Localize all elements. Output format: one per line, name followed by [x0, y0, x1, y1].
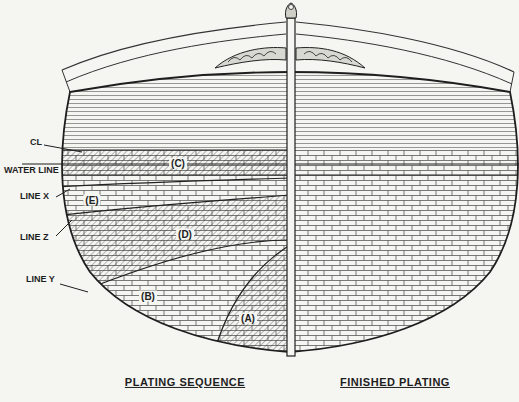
- leader-line: [56, 189, 70, 197]
- stem-post: [287, 18, 295, 356]
- rail-line: [296, 22, 514, 72]
- rail-line: [62, 22, 286, 70]
- rail-end: [510, 72, 514, 92]
- figurehead: [285, 3, 296, 18]
- callout-letter: (D): [176, 229, 194, 240]
- view-title: PLATING SEQUENCE: [125, 376, 245, 388]
- centerline-label: CL: [30, 138, 42, 148]
- callout-letter: (A): [239, 313, 257, 324]
- leader-line: [60, 284, 88, 292]
- rail-end: [62, 70, 70, 92]
- figurehead-head: [289, 5, 294, 10]
- line-label: LINE Z: [20, 233, 49, 243]
- line-label: LINE Y: [26, 275, 55, 285]
- callout-letter: (E): [83, 195, 100, 206]
- view-title: FINISHED PLATING: [340, 376, 450, 388]
- line-label: LINE X: [20, 192, 49, 202]
- water-line: [22, 163, 519, 164]
- leader-line: [44, 145, 82, 152]
- callout-letter: (C): [169, 158, 187, 169]
- leader-line: [56, 220, 72, 236]
- waterline-label: WATER LINE: [4, 166, 59, 176]
- callout-letter: (B): [139, 291, 157, 302]
